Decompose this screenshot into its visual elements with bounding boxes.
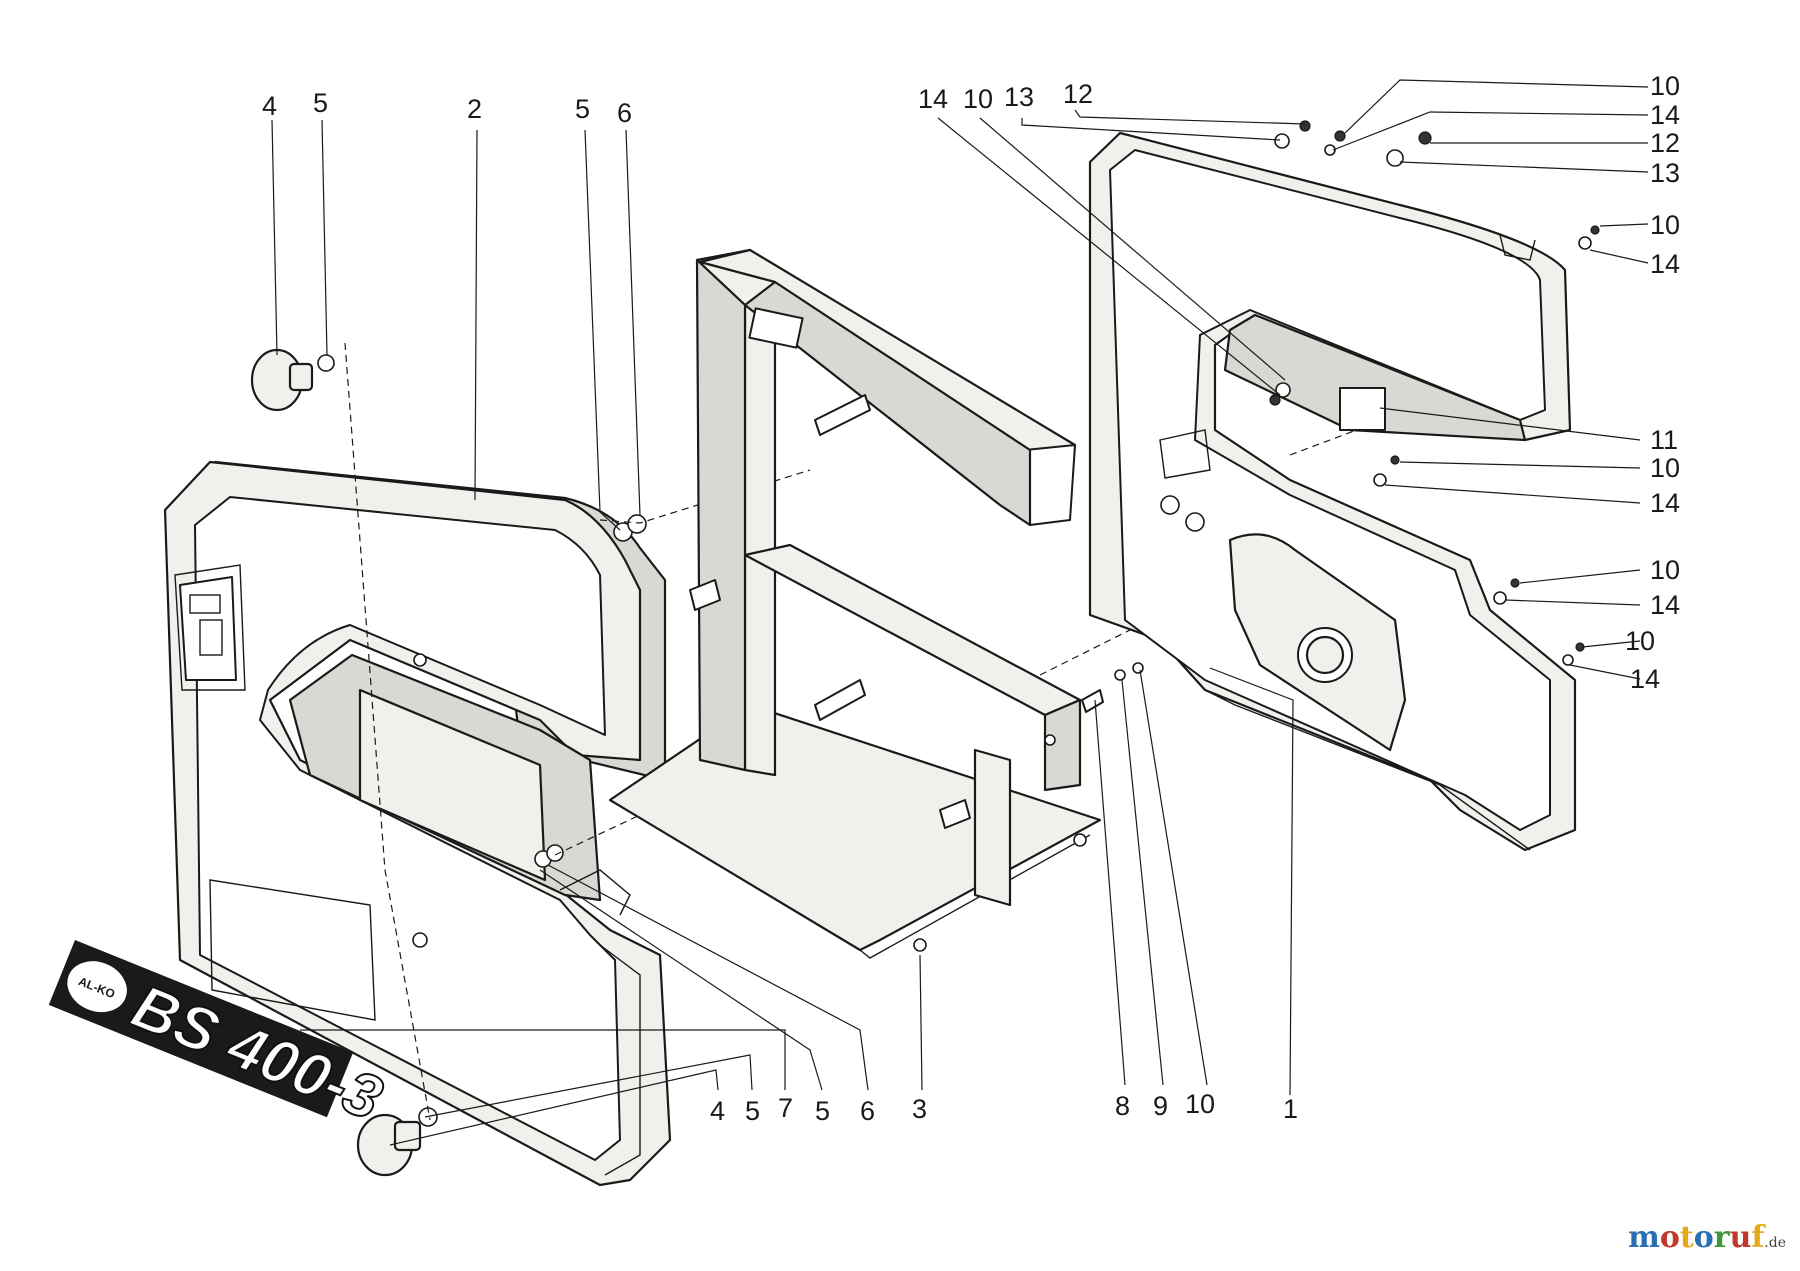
callout-9: 9 bbox=[1153, 1091, 1168, 1121]
callout-14-top: 14 bbox=[918, 84, 948, 114]
callout-10-r1: 10 bbox=[1650, 71, 1680, 101]
watermark-letter: o bbox=[1693, 1220, 1714, 1255]
callout-12-top: 12 bbox=[1063, 79, 1093, 109]
callout-7: 7 bbox=[778, 1093, 793, 1123]
callout-10-bottom: 10 bbox=[1185, 1089, 1215, 1119]
callout-5-mid: 5 bbox=[575, 94, 590, 124]
callout-6-mid: 6 bbox=[617, 98, 632, 128]
callout-13-top: 13 bbox=[1004, 82, 1034, 112]
knob-bottom-part-4 bbox=[356, 1107, 438, 1177]
watermark-logo: motoruf.de bbox=[1628, 1220, 1786, 1255]
callout-10-r2: 10 bbox=[1650, 210, 1680, 240]
leader-lines bbox=[271, 79, 1649, 1146]
watermark-letter: t bbox=[1679, 1220, 1694, 1255]
callout-5-bottom-b: 5 bbox=[815, 1096, 830, 1126]
watermark-suffix: .de bbox=[1764, 1235, 1786, 1251]
callout-numbers: 4 5 2 5 6 14 10 13 12 10 14 12 13 10 14 … bbox=[262, 71, 1680, 1126]
nut-part-6-lower bbox=[546, 844, 564, 862]
callout-14-r1: 14 bbox=[1650, 100, 1680, 130]
callout-10-r5: 10 bbox=[1625, 626, 1655, 656]
callout-6-bottom: 6 bbox=[860, 1096, 875, 1126]
frame-part-3 bbox=[608, 248, 1102, 959]
callout-10-top: 10 bbox=[963, 84, 993, 114]
callout-13-r: 13 bbox=[1650, 158, 1680, 188]
watermark-letter: u bbox=[1729, 1220, 1752, 1255]
callout-3: 3 bbox=[912, 1094, 927, 1124]
nut-part-6 bbox=[627, 514, 647, 534]
watermark-letter: o bbox=[1659, 1220, 1680, 1255]
callout-5-top: 5 bbox=[313, 88, 328, 118]
front-cover-part-2 bbox=[163, 460, 672, 1187]
watermark-name: motoruf bbox=[1628, 1220, 1764, 1255]
knob-top-part-4 bbox=[250, 348, 335, 412]
callout-14-r3: 14 bbox=[1650, 488, 1680, 518]
callout-4-top: 4 bbox=[262, 91, 277, 121]
callout-11: 11 bbox=[1650, 425, 1678, 455]
callout-1: 1 bbox=[1283, 1094, 1298, 1124]
callout-2: 2 bbox=[467, 94, 482, 124]
callout-10-r3: 10 bbox=[1650, 453, 1680, 483]
callout-10-r4: 10 bbox=[1650, 555, 1680, 585]
callout-4-bottom: 4 bbox=[710, 1096, 725, 1126]
callout-12-r: 12 bbox=[1650, 128, 1680, 158]
callout-14-r4: 14 bbox=[1650, 590, 1680, 620]
callout-8: 8 bbox=[1115, 1091, 1130, 1121]
watermark-letter: f bbox=[1751, 1220, 1765, 1255]
callout-14-r2: 14 bbox=[1650, 249, 1680, 279]
watermark-letter: m bbox=[1628, 1220, 1660, 1255]
callout-14-r5: 14 bbox=[1630, 664, 1660, 694]
callout-5-bottom-a: 5 bbox=[745, 1096, 760, 1126]
rear-housing-part-1 bbox=[1088, 131, 1577, 852]
watermark-letter: r bbox=[1713, 1220, 1730, 1255]
